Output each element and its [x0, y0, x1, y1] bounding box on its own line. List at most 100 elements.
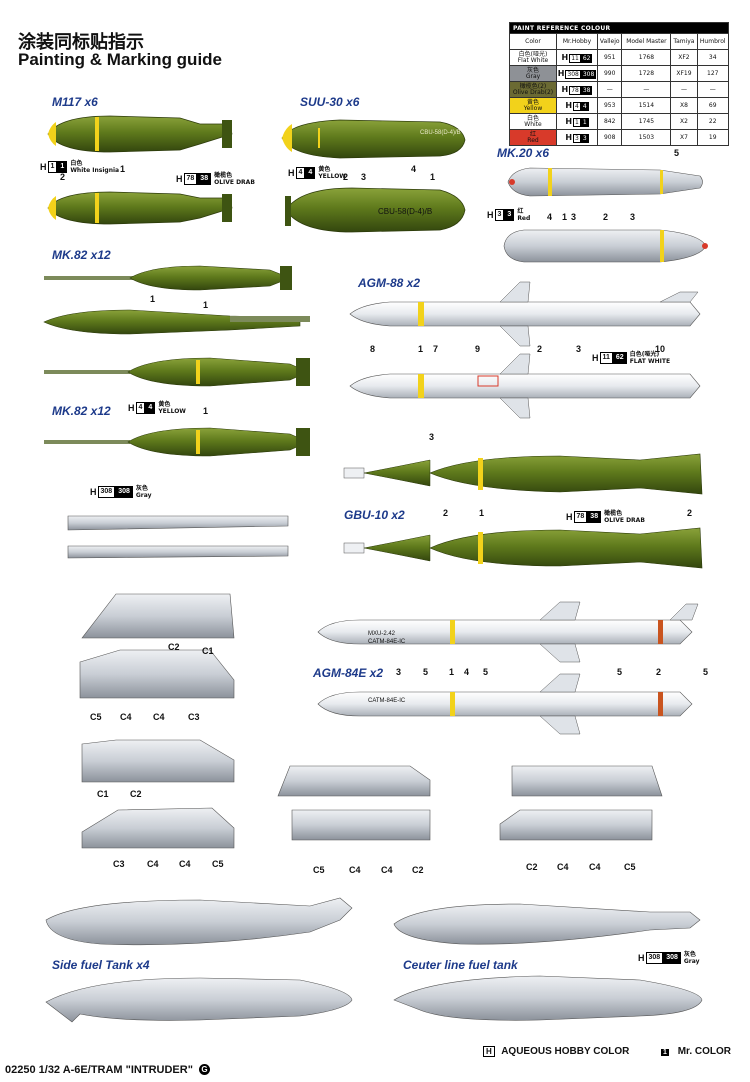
part-number-c: C4 [589, 862, 601, 872]
section-suu30: SUU-30 x6 [300, 95, 360, 109]
center-fuel-tank-top [393, 903, 701, 945]
part-number-c: C2 [526, 862, 538, 872]
agm84e-missile-top [317, 601, 699, 663]
part-number: 10 [655, 344, 666, 354]
part-number: 3 [429, 432, 435, 442]
stencil-suu-top: CBU-58(D-4)/B [420, 130, 461, 136]
section-mk82-b: MK.82 x12 [52, 404, 111, 418]
mk20-rockeye-top [507, 167, 703, 197]
part-number-c: C4 [557, 862, 569, 872]
center-fuel-tank-bottom [393, 975, 703, 1021]
mk20-rockeye-bottom [503, 229, 708, 263]
part-number: 3 [630, 212, 636, 222]
part-number-c: C5 [313, 865, 325, 875]
mk82-bomb-1 [44, 265, 292, 291]
part-number-c: C5 [90, 712, 102, 722]
side-fuel-tank-bottom [45, 977, 353, 1023]
section-side-tank: Side fuel Tank x4 [52, 958, 150, 972]
section-mk82-a: MK.82 x12 [52, 248, 111, 262]
product-name: 02250 1/32 A-6E/TRAM "INTRUDER" [5, 1064, 193, 1076]
part-number: 2 [443, 508, 449, 518]
part-number: 1 [150, 294, 156, 304]
part-number: 1 [418, 344, 424, 354]
part-number: 2 [537, 344, 543, 354]
paint-humbrol-cell: 19 [696, 129, 729, 146]
part-number: 3 [396, 667, 402, 677]
part-number: 1 [449, 667, 455, 677]
pylon-rail-top [67, 515, 289, 531]
part-number-c: C4 [153, 712, 165, 722]
stencil-agm84-c: CATM-84E-IC [368, 698, 406, 704]
paint-tamiya-cell: X7 [670, 129, 698, 146]
part-number: 5 [617, 667, 623, 677]
product-line: 02250 1/32 A-6E/TRAM "INTRUDER" G [5, 1064, 210, 1076]
part-number: 5 [703, 667, 709, 677]
part-number: 1 [562, 212, 568, 222]
section-agm88: AGM-88 x2 [358, 276, 421, 290]
part-number-c: C2 [130, 789, 142, 799]
mk82-bomb-2 [43, 309, 310, 335]
sheet-letter-badge: G [198, 1064, 210, 1075]
m117-bomb-top [47, 115, 233, 153]
part-number: 1 [479, 508, 485, 518]
part-number: 3 [576, 344, 582, 354]
part-number: 3 [571, 212, 577, 222]
section-mk20: MK.20 x6 [497, 146, 550, 160]
part-number: 1 [430, 172, 436, 182]
part-number-c: C5 [212, 859, 224, 869]
pylon-assembly-2 [81, 739, 235, 849]
mk82-bomb-4 [44, 427, 310, 457]
part-number-c: C5 [624, 862, 636, 872]
agm88-missile-bottom [349, 353, 701, 419]
mr-color-mark-icon: 1 [661, 1049, 669, 1056]
mk82-bomb-3 [44, 357, 310, 387]
suu30-dispenser-top [281, 119, 466, 159]
agm84e-missile-bottom [317, 673, 693, 735]
part-number-c: C4 [381, 865, 393, 875]
paint-tamiya-cell: XF2 [670, 49, 698, 66]
page-title-cn: 涂装同标贴指示 [18, 32, 144, 53]
side-fuel-tank-top [45, 897, 353, 946]
part-number: 5 [423, 667, 429, 677]
hobby-mark-icon: H [483, 1046, 495, 1057]
part-number: 2 [343, 172, 349, 182]
paint-reference-table: PAINT REFERENCE COLOUR Color Mr.Hobby Va… [509, 22, 729, 146]
part-number-c: C3 [188, 712, 200, 722]
page-title-en: Painting & Marking guide [18, 50, 223, 69]
paint-vallejo-cell: 908 [596, 129, 623, 146]
part-number: 7 [433, 344, 439, 354]
legend-mr-color: 1 Mr. COLOR [661, 1046, 731, 1057]
part-number-c: C4 [179, 859, 191, 869]
gbu10-bomb-top [343, 453, 703, 495]
pylon-assembly-3 [277, 765, 431, 841]
part-number-c: C2 [412, 865, 424, 875]
stencil-suu-side: CBU-58(D-4)/B [378, 207, 432, 216]
stencil-agm84-a: MXU-2.42 [368, 631, 396, 637]
part-number: 1 [203, 300, 209, 310]
part-number-c: C1 [202, 646, 214, 656]
part-number-c: C3 [113, 859, 125, 869]
part-number: 2 [687, 508, 693, 518]
part-number: 8 [370, 344, 376, 354]
part-number: 4 [411, 164, 417, 174]
pylon-assembly-1 [79, 593, 235, 699]
m117-bomb-bottom [47, 191, 233, 225]
pylon-assembly-4 [499, 765, 663, 841]
paint-color-cell: 白色(哑光)Flat White [509, 49, 557, 66]
